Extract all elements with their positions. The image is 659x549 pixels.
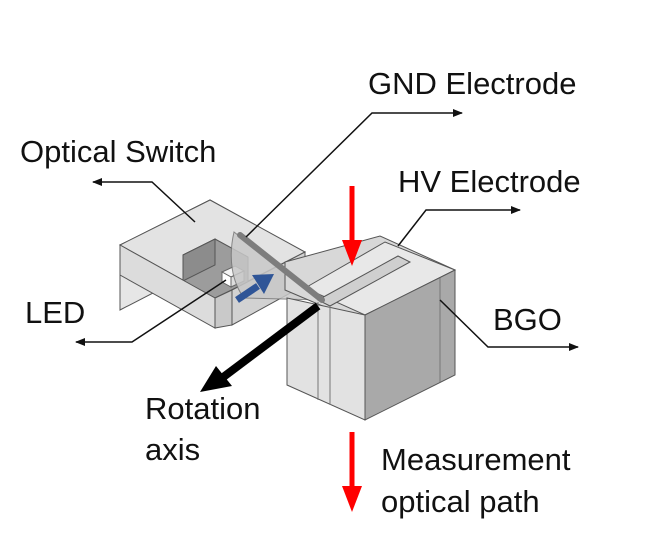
label-gnd-electrode: GND Electrode [368,66,577,101]
leader-gnd-electrode [245,109,463,238]
label-rotation-axis-line1: Rotation [145,391,261,426]
leader-optical-switch [92,178,196,223]
leader-hv-electrode [397,206,521,247]
rotation-axis-arrow [200,302,321,392]
bgo-crystal [284,235,457,421]
label-measurement-line1: Measurement [381,442,571,477]
red-arrow-measurement [342,432,362,512]
label-bgo: BGO [493,302,562,337]
label-led: LED [25,295,86,330]
blue-arrow-led [235,274,274,303]
gnd-electrode-bar [237,232,325,303]
red-arrow-top [342,186,362,266]
label-rotation-axis-line2: axis [145,432,201,467]
label-optical-switch: Optical Switch [20,134,217,169]
leader-lines [75,109,579,351]
leader-bgo [439,299,579,351]
label-hv-electrode: HV Electrode [398,164,581,199]
label-measurement-line2: optical path [381,484,540,519]
leader-led [75,279,227,346]
